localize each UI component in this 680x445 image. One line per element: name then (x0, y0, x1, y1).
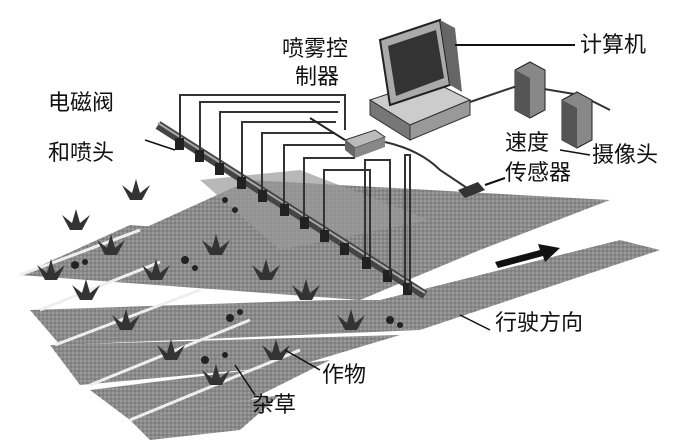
spray-controller-device (309, 117, 471, 191)
label-valve-nozzle-line2: 和喷头 (48, 141, 115, 166)
weed-plants (71, 197, 403, 364)
label-valve-nozzle-line1: 电磁阀 (48, 91, 115, 116)
label-speed-sensor-line2: 传感器 (505, 161, 572, 186)
label-speed-sensor-line1: 速度 (505, 131, 550, 156)
computer-device (368, 18, 611, 141)
label-controller-line1: 喷雾控 (282, 37, 349, 62)
label-crop: 作物 (322, 363, 367, 388)
camera-devices (514, 61, 593, 149)
leader-lines (144, 139, 591, 396)
label-controller-line2: 制器 (295, 65, 340, 90)
label-camera: 摄像头 (592, 143, 659, 168)
field-rows (19, 170, 660, 440)
label-direction: 行驶方向 (495, 311, 584, 336)
crop-plants (37, 179, 365, 385)
speed-sensor-device (458, 177, 506, 198)
label-computer: 计算机 (580, 33, 647, 58)
spray-boom (155, 94, 428, 299)
direction-arrow-icon (495, 244, 560, 268)
label-weed: 杂草 (252, 393, 297, 418)
